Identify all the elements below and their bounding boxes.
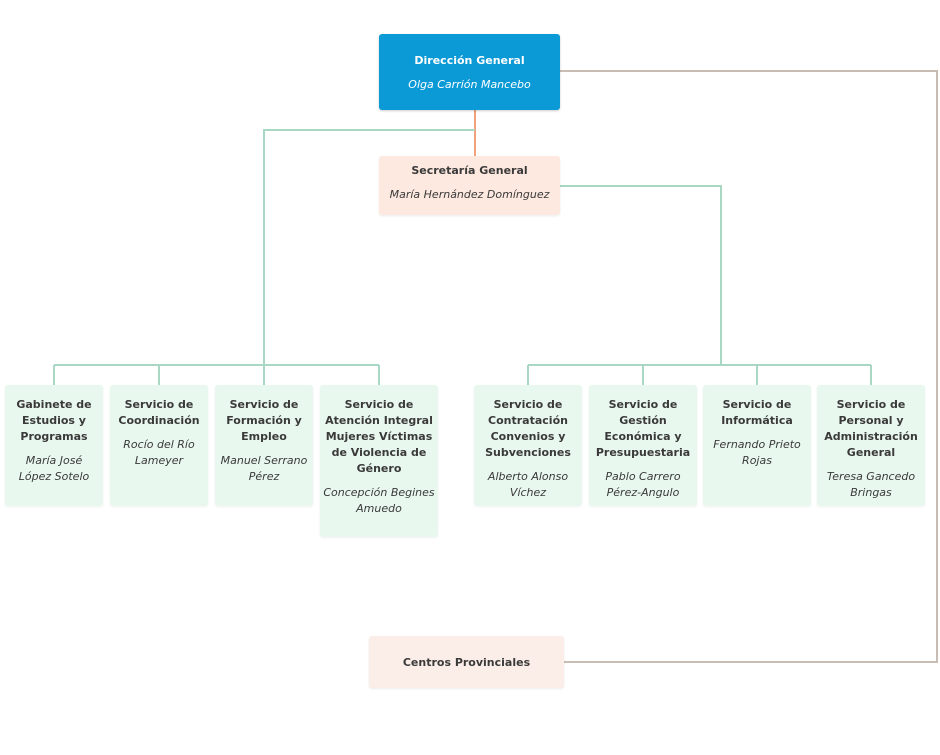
- service-title: Servicio de Coordinación: [118, 398, 200, 427]
- service-box-contratacion[interactable]: Servicio de Contratación Convenios y Sub…: [474, 385, 582, 506]
- service-title: Servicio de Informática: [721, 398, 793, 427]
- secretaria-title: Secretaría General: [411, 164, 528, 177]
- service-box-gabinete[interactable]: Gabinete de Estudios y Programas María J…: [5, 385, 103, 506]
- service-head-name: Pablo Carrero Pérez-Angulo: [605, 470, 681, 499]
- service-head-name: Alberto Alonso Víchez: [487, 470, 569, 499]
- connector-right-branch: [560, 185, 722, 365]
- service-head-name: María José López Sotelo: [18, 454, 90, 483]
- secretaria-name: María Hernández Domínguez: [389, 188, 550, 201]
- service-head-name: Fernando Prieto Rojas: [713, 438, 801, 467]
- service-box-gestion-economica[interactable]: Servicio de Gestión Económica y Presupue…: [589, 385, 697, 506]
- service-title: Servicio de Contratación Convenios y Sub…: [485, 398, 571, 459]
- service-title: Servicio de Gestión Económica y Presupue…: [595, 398, 691, 459]
- centros-title: Centros Provinciales: [402, 656, 531, 669]
- service-title: Servicio de Atención Integral Mujeres Ví…: [325, 398, 433, 475]
- service-box-personal[interactable]: Servicio de Personal y Administración Ge…: [817, 385, 925, 506]
- service-title: Gabinete de Estudios y Programas: [16, 398, 92, 443]
- service-head-name: Concepción Begines Amuedo: [323, 486, 435, 515]
- service-box-formacion[interactable]: Servicio de Formación y Empleo Manuel Se…: [215, 385, 313, 506]
- direccion-name: Olga Carrión Mancebo: [408, 78, 531, 91]
- service-box-informatica[interactable]: Servicio de Informática Fernando Prieto …: [703, 385, 811, 506]
- service-box-atencion-integral[interactable]: Servicio de Atención Integral Mujeres Ví…: [320, 385, 438, 537]
- direccion-general-box[interactable]: Dirección General Olga Carrión Mancebo: [379, 34, 560, 110]
- direccion-title: Dirección General: [414, 54, 525, 67]
- service-head-name: Manuel Serrano Pérez: [220, 454, 308, 483]
- service-box-coordinacion[interactable]: Servicio de Coordinación Rocío del Río L…: [110, 385, 208, 506]
- connector-left-branch: [263, 129, 475, 365]
- service-head-name: Rocío del Río Lameyer: [123, 438, 195, 467]
- secretaria-general-box[interactable]: Secretaría General María Hernández Domín…: [379, 156, 560, 215]
- connector-direccion-centros: [560, 70, 938, 663]
- service-head-name: Teresa Gancedo Bringas: [826, 470, 916, 499]
- centros-provinciales-box[interactable]: Centros Provinciales: [369, 636, 564, 688]
- service-title: Servicio de Personal y Administración Ge…: [824, 398, 918, 459]
- service-title: Servicio de Formación y Empleo: [226, 398, 302, 443]
